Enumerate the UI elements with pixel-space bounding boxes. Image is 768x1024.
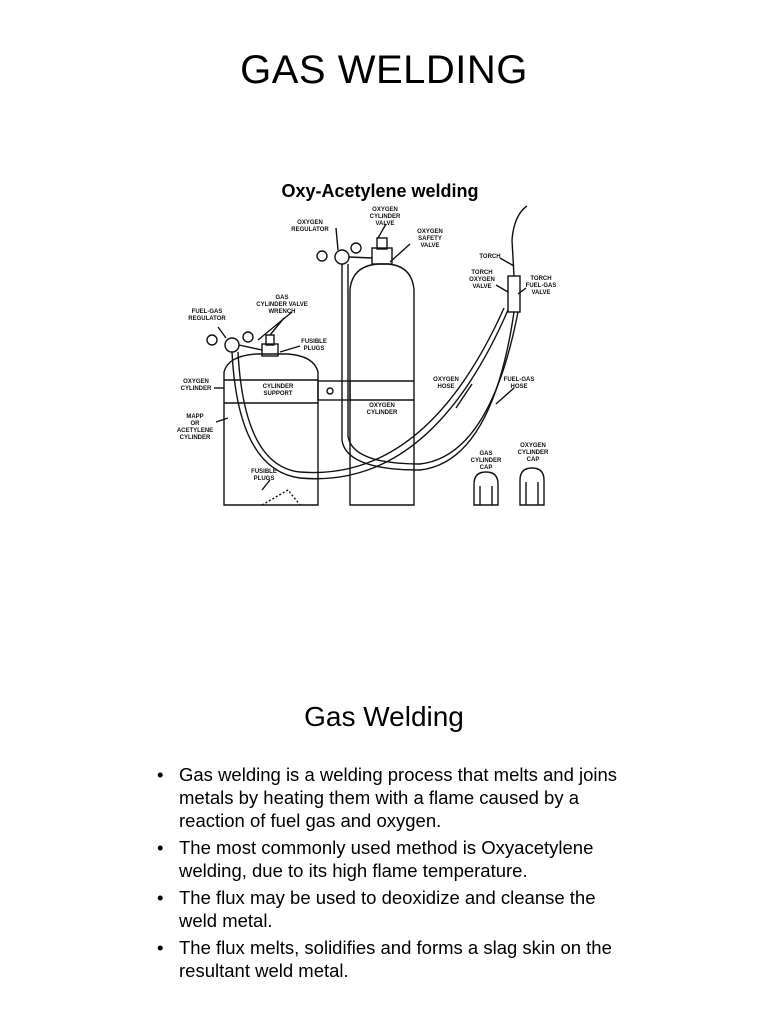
lbl-gcap-2: CYLINDER bbox=[471, 458, 502, 464]
lbl-fgr-2: REGULATOR bbox=[188, 316, 226, 322]
bullet-icon: • bbox=[157, 837, 164, 858]
bullet-icon: • bbox=[157, 764, 164, 785]
gas-cylinder-cap bbox=[473, 471, 499, 506]
lbl-tov-2: OXYGEN bbox=[469, 277, 495, 283]
lbl-fgr-1: FUEL-GAS bbox=[192, 309, 223, 315]
lbl-oc-left-1: OXYGEN bbox=[183, 379, 209, 385]
lbl-tfv-2: FUEL-GAS bbox=[526, 283, 557, 289]
lbl-gcap-1: GAS bbox=[479, 451, 492, 457]
lbl-tfv-1: TORCH bbox=[530, 276, 551, 282]
lbl-fhose-2: HOSE bbox=[510, 384, 527, 390]
lbl-ocap-2: CYLINDER bbox=[518, 450, 549, 456]
lbl-osv-2: SAFETY bbox=[418, 236, 442, 242]
lbl-fp-top-2: PLUGS bbox=[304, 346, 325, 352]
lbl-support-1: CYLINDER bbox=[263, 384, 294, 390]
lbl-osv-1: OXYGEN bbox=[417, 229, 443, 235]
bullet-item: • The most commonly used method is Oxyace… bbox=[155, 836, 625, 882]
bullet-text: The flux may be used to deoxidize and cl… bbox=[179, 887, 596, 931]
lbl-oreg-1: OXYGEN bbox=[297, 220, 323, 226]
oxygen-cylinder bbox=[349, 263, 415, 506]
diagram-title: Oxy-Acetylene welding bbox=[0, 181, 768, 202]
lbl-fp-top-1: FUSIBLE bbox=[301, 339, 327, 345]
lbl-wrench-3: WRENCH bbox=[269, 309, 296, 315]
bullet-icon: • bbox=[157, 937, 164, 958]
lbl-oc-center-1: OXYGEN bbox=[369, 403, 395, 409]
lbl-ocv-2: CYLINDER bbox=[370, 214, 401, 220]
lbl-support-2: SUPPORT bbox=[263, 391, 292, 397]
lbl-oreg-2: REGULATOR bbox=[291, 227, 329, 233]
bullet-text: The flux melts, solidifies and forms a s… bbox=[179, 937, 612, 981]
bullet-item: • The flux melts, solidifies and forms a … bbox=[155, 936, 625, 982]
lbl-tfv-3: VALVE bbox=[531, 290, 550, 296]
bullet-item: • Gas welding is a welding process that m… bbox=[155, 763, 625, 832]
acetylene-cylinder bbox=[223, 353, 319, 506]
lbl-oc-left-2: CYLINDER bbox=[181, 386, 212, 392]
lbl-tov-1: TORCH bbox=[471, 270, 492, 276]
lbl-ohose-1: OXYGEN bbox=[433, 377, 459, 383]
lbl-mapp-1: MAPP bbox=[186, 414, 203, 420]
lbl-wrench-1: GAS bbox=[275, 295, 288, 301]
bullet-list: • Gas welding is a welding process that m… bbox=[155, 763, 625, 986]
lbl-tov-3: VALVE bbox=[472, 284, 491, 290]
bullet-text: Gas welding is a welding process that me… bbox=[179, 764, 618, 831]
lbl-ocap-3: CAP bbox=[527, 457, 540, 463]
bullet-item: • The flux may be used to deoxidize and c… bbox=[155, 886, 625, 932]
lbl-fp-bot-2: PLUGS bbox=[254, 476, 275, 482]
lbl-fhose-1: FUEL-GAS bbox=[504, 377, 535, 383]
lbl-ocv-1: OXYGEN bbox=[372, 207, 398, 213]
lbl-osv-3: VALVE bbox=[420, 243, 439, 249]
lbl-mapp-3: ACETYLENE bbox=[177, 428, 213, 434]
bullet-text: The most commonly used method is Oxyacet… bbox=[179, 837, 594, 881]
lbl-ocap-1: OXYGEN bbox=[520, 443, 546, 449]
oxygen-cylinder-cap bbox=[519, 467, 545, 506]
lbl-mapp-4: CYLINDER bbox=[180, 435, 211, 441]
lbl-wrench-2: CYLINDER VALVE bbox=[256, 302, 307, 308]
section-title: Gas Welding bbox=[304, 701, 464, 732]
slide-title: GAS WELDING bbox=[240, 48, 528, 92]
lbl-ocv-3: VALVE bbox=[375, 221, 394, 227]
lbl-fp-bot-1: FUSIBLE bbox=[251, 469, 277, 475]
lbl-oc-center-2: CYLINDER bbox=[367, 410, 398, 416]
lbl-torch: TORCH bbox=[479, 254, 500, 260]
lbl-gcap-3: CAP bbox=[480, 465, 493, 471]
diagram-title-text: Oxy-Acetylene welding bbox=[281, 181, 479, 201]
lbl-ohose-2: HOSE bbox=[437, 384, 454, 390]
lbl-mapp-2: OR bbox=[191, 421, 201, 427]
bullet-icon: • bbox=[157, 887, 164, 908]
